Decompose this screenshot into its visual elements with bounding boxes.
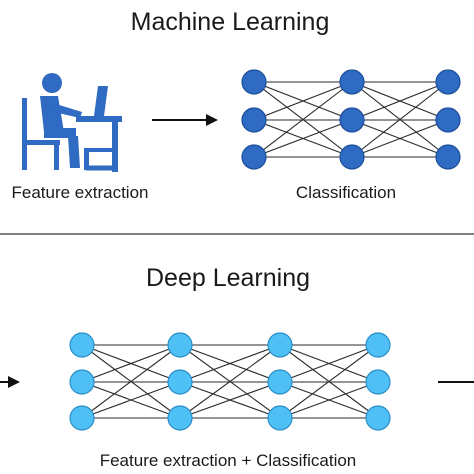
dl-edge [179,344,281,419]
dl-edge [179,381,281,419]
ml-edge [253,119,353,158]
ml-edge [253,81,353,158]
dl-node-l1-n1 [69,332,95,358]
machine-learning-title: Machine Learning [131,8,330,36]
dl-edge [81,381,181,419]
dl-node-l4-n2 [365,369,391,395]
ml-edge [253,81,353,121]
ml-node-l3-n3 [435,144,461,170]
dl-input-arrow [0,376,20,388]
ml-node-l1-n2 [241,107,267,133]
dl-node-l2-n3 [167,405,193,431]
dl-node-l1-n2 [69,369,95,395]
ml-edge [351,81,449,158]
deep-learning-title: Deep Learning [146,264,310,292]
dl-node-l3-n1 [267,332,293,358]
dl-node-l2-n2 [167,369,193,395]
dl-node-l4-n3 [365,405,391,431]
ml-node-l1-n1 [241,69,267,95]
dl-node-l3-n2 [267,369,293,395]
dl-node-l1-n3 [69,405,95,431]
dl-edge [279,381,379,419]
feature-extraction-classification-label: Feature extraction + Classification [100,451,357,470]
ml-edge [351,81,449,121]
dl-node-l3-n3 [267,405,293,431]
ml-node-l2-n1 [339,69,365,95]
dl-edge [81,344,181,419]
ml-edge [351,119,449,158]
feature-extraction-label: Feature extraction [11,183,148,202]
dl-node-l4-n1 [365,332,391,358]
dl-edge [279,344,379,419]
person-at-desk-icon [22,73,122,172]
dl-edge [179,344,281,383]
ml-node-l3-n2 [435,107,461,133]
ml-node-l2-n3 [339,144,365,170]
dl-edge [81,344,181,383]
classification-label: Classification [296,183,396,202]
dl-node-l2-n1 [167,332,193,358]
ml-neural-network [241,69,461,170]
dl-edge [279,344,379,383]
ml-node-l3-n1 [435,69,461,95]
ml-node-l2-n2 [339,107,365,133]
ml-arrow [152,114,218,126]
dl-neural-network [69,332,391,431]
ml-node-l1-n3 [241,144,267,170]
